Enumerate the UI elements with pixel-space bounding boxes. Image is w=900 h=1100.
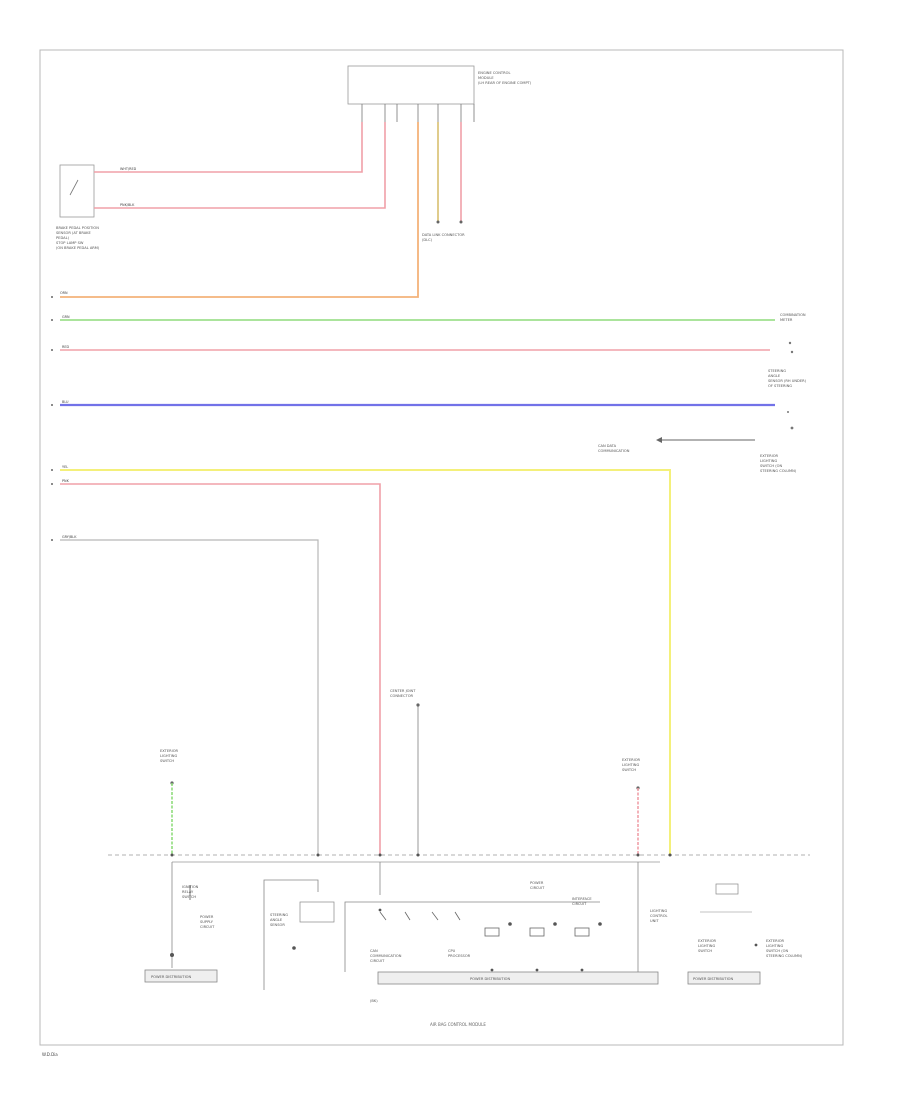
wire-label-blu: BLU — [62, 400, 69, 404]
wire-orn — [60, 122, 419, 298]
right-edge-terminals — [787, 341, 794, 430]
top-module-label: ENGINE CONTROL MODULE (LH REAR OF ENGINE… — [478, 71, 532, 85]
mod-left-b-label: POWER SUPPLY CIRCUIT — [200, 915, 215, 929]
bottom-center-label: AIR BAG CONTROL MODULE — [430, 1022, 486, 1027]
int-section-2 — [263, 879, 319, 990]
right-sensor-low-label: CAN DATA COMMUNICATION — [598, 444, 630, 453]
ground-bar-right — [687, 971, 761, 985]
far-right-label-c: EXTERIOR LIGHTING SWITCH (ON STEERING CO… — [766, 939, 803, 958]
diagram-frame — [39, 49, 844, 1046]
junction-mid-label: CENTER JOINT CONNECTOR — [390, 689, 417, 698]
mod-right-label: INTERFACE CIRCUIT — [572, 897, 593, 906]
can-lead-arrow — [656, 437, 662, 443]
wire-yel — [60, 469, 671, 855]
right-sensor-bottom-label: EXTERIOR LIGHTING SWITCH (ON STEERING CO… — [760, 454, 797, 473]
far-right-component — [715, 883, 739, 895]
ground-bar-left-label: POWER DISTRIBUTION — [151, 975, 191, 979]
mod-center-b-label: CAN COMMUNICATION CIRCUIT — [370, 949, 403, 963]
mod-left-label: IGNITION RELAY SWITCH — [182, 885, 200, 899]
mod-center-c-label: CPU PROCESSOR — [448, 949, 471, 958]
right-sensor-mid-label: STEERING ANGLE SENSOR (RH UNDER) OF STEE… — [768, 369, 807, 388]
ground-bar-center — [377, 971, 659, 985]
left-connector-label: EXTERIOR LIGHTING SWITCH — [160, 749, 179, 763]
int-center-dots — [378, 908, 602, 972]
wire-gry — [60, 539, 319, 855]
left-edge-pins — [51, 296, 53, 541]
mod-center-a-label: STEERING ANGLE SENSOR — [270, 913, 289, 927]
bottom-small-label: (BK) — [370, 999, 378, 1003]
junction-top-label: DATA LINK CONNECTOR (DLC) — [422, 233, 466, 242]
top-module-pins — [361, 104, 475, 122]
wire-label-pnk: PNK — [62, 479, 70, 483]
wire-label-yel: YEL — [62, 465, 68, 469]
right-connector-label: EXTERIOR LIGHTING SWITCH — [622, 758, 641, 772]
int-center-components — [379, 911, 590, 937]
int-section-2-box — [299, 901, 335, 923]
far-right-label-b: EXTERIOR LIGHTING SWITCH — [698, 939, 717, 953]
far-right-dot — [754, 943, 758, 947]
wire-label-pnk-blk: PNK/BLK — [120, 203, 135, 207]
right-sensor-top-label: COMBINATION METER — [780, 313, 807, 322]
mod-center-d-label: POWER CIRCUIT — [530, 881, 545, 890]
stub-end-2 — [459, 220, 463, 224]
wire-label-wht-red: WHT/RED — [120, 167, 137, 171]
ground-bar-left — [144, 969, 218, 983]
junction-mid-dot — [416, 703, 420, 707]
ground-bar-center-label: POWER DISTRIBUTION — [470, 977, 510, 981]
int-section-2-dot — [292, 946, 296, 950]
wire-wht-red — [94, 122, 363, 173]
top-module-box — [347, 65, 475, 105]
wire-label-gry: GRY/BLK — [62, 535, 77, 539]
left-switch-contact — [69, 179, 79, 196]
int-section-3 — [344, 901, 600, 972]
int-left-ground-dot — [170, 953, 174, 957]
left-switch-label: BRAKE PEDAL POSITION SENSOR (AT BRAKE PE… — [56, 226, 100, 250]
stub-end-1 — [436, 220, 440, 224]
left-switch-box — [59, 164, 95, 218]
mod-far-right-label: LIGHTING CONTROL UNIT — [650, 909, 669, 923]
wire-label-grn: GRN — [62, 315, 70, 319]
corner-label: W.D.Dia — [42, 1052, 58, 1057]
wire-label-red: RED — [62, 345, 69, 349]
wire-pnk-blk — [94, 122, 386, 209]
wire-pnk — [60, 483, 381, 855]
wire-label-orn: ORN — [60, 291, 68, 295]
boundary-pins — [170, 853, 672, 857]
ground-bar-right-label: POWER DISTRIBUTION — [693, 977, 733, 981]
